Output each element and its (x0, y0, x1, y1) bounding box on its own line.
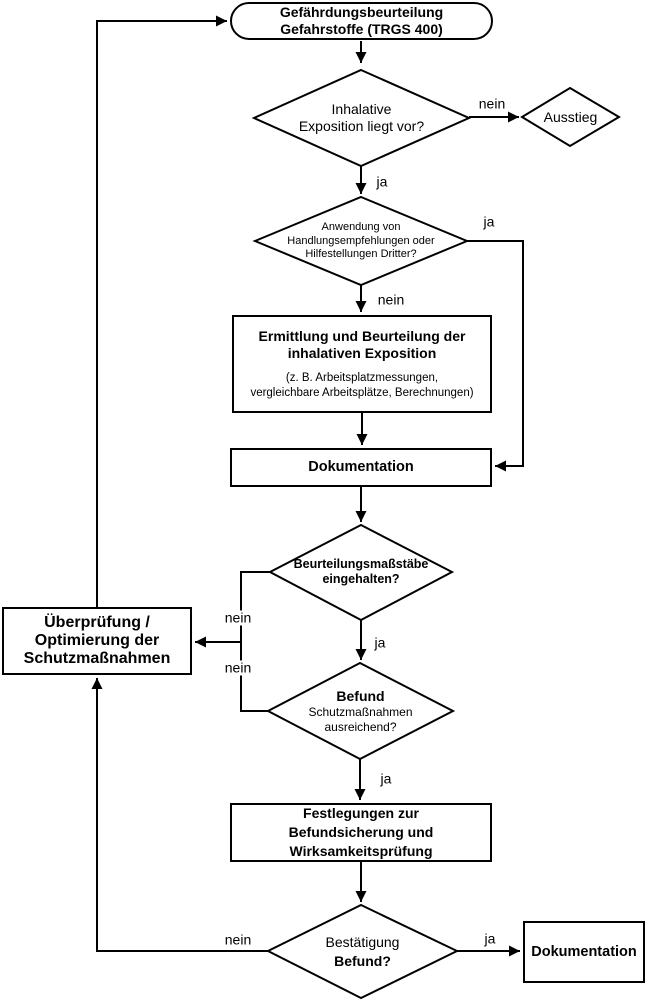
ausstieg-label: Ausstieg (543, 108, 598, 125)
dokumentation1-label: Dokumentation (308, 459, 414, 475)
befund-sub-line1: Schutzmaßnahmen (308, 704, 413, 719)
start-line1: Gefährdungsbeurteilung (279, 4, 444, 20)
edge-label-bestaetigung-ja: ja (482, 930, 498, 947)
connector-bestaetigung-nein-to-ueberpruefung (91, 678, 268, 952)
edge-label-befund-ja: ja (378, 770, 394, 787)
connector-anwendung-ja-to-dokumentation (467, 240, 524, 472)
festlegungen-line3: Wirksamkeitsprüfung (289, 843, 433, 859)
dokumentation2-label: Dokumentation (531, 943, 637, 960)
process-dokumentation-1: Dokumentation (230, 448, 492, 487)
ueberpruefung-line1: Überprüfung / (44, 614, 150, 631)
edge-label-anwendung-nein: nein (375, 291, 407, 308)
decision-bestaetigung-befund: Bestätigung Befund? (268, 905, 457, 998)
ueberpruefung-line3: Schutzmaßnahmen (23, 650, 171, 667)
ueberpruefung-line2: Optimierung der (34, 632, 160, 649)
connector-befund-nein-west (240, 642, 268, 712)
befund-sub-line2: ausreichend? (324, 719, 397, 734)
festlegungen-line1: Festlegungen zur (303, 805, 419, 821)
bestaetigung-line2: Befund? (334, 952, 391, 969)
edge-label-inhalative-ja: ja (374, 173, 390, 190)
connector-ueberpruefung-to-start (96, 15, 227, 607)
decision-beurteilungsmassstaebe: Beurteilungsmaßstäbe eingehalten? (270, 525, 452, 619)
befund-title: Befund (336, 687, 385, 704)
inhalative-line1: Inhalative (331, 101, 392, 117)
anwendung-line3: Hilfestellungen Dritter? (305, 248, 417, 261)
decision-inhalative-exposition: Inhalative Exposition liegt vor? (254, 70, 469, 166)
edge-label-beurteilung-ja: ja (372, 634, 388, 651)
start-line2: Gefahrstoffe (TRGS 400) (280, 21, 443, 37)
process-dokumentation-2: Dokumentation (523, 921, 645, 983)
process-ermittlung: Ermittlung und Beurteilung der inhalativ… (232, 315, 492, 413)
exit-ausstieg: Ausstieg (522, 88, 619, 146)
start-node: Gefährdungsbeurteilung Gefahrstoffe (TRG… (230, 2, 493, 40)
process-ueberpruefung: Überprüfung / Optimierung der Schutzmaßn… (2, 607, 192, 675)
diamond-ausstieg (520, 86, 621, 148)
festlegungen-line2: Befundsicherung und (288, 824, 434, 840)
ermittlung-title-line1: Ermittlung und Beurteilung der (258, 327, 466, 344)
edge-label-beurteilung-nein: nein (222, 609, 254, 626)
decision-anwendung-dritter: Anwendung von Handlungsempfehlungen oder… (256, 198, 466, 285)
process-festlegungen: Festlegungen zur Befundsicherung und Wir… (230, 803, 492, 862)
beurteilung-line1: Beurteilungsmaßstäbe (293, 556, 429, 571)
ermittlung-sub-line1: (z. B. Arbeitsplatzmessungen, (285, 371, 439, 384)
diamond-bestaetigung (265, 903, 460, 1000)
decision-befund: Befund Schutzmaßnahmen ausreichend? (268, 663, 453, 759)
beurteilung-line2: eingehalten? (322, 572, 400, 586)
ermittlung-title-line2: inhalativen Exposition (287, 344, 437, 361)
edge-label-bestaetigung-nein: nein (222, 931, 254, 948)
ermittlung-sub-line2: vergleichbare Arbeitsplätze, Berechnunge… (250, 386, 474, 399)
edge-label-anwendung-ja: ja (481, 213, 497, 230)
anwendung-line2: Handlungsempfehlungen oder (287, 234, 435, 247)
edge-label-inhalative-nein: nein (476, 95, 508, 112)
bestaetigung-line1: Bestätigung (325, 933, 400, 950)
connector-beurteilung-nein-west (240, 571, 270, 642)
anwendung-line1: Anwendung von (321, 221, 401, 234)
edge-label-befund-nein: nein (222, 659, 254, 676)
inhalative-line2: Exposition liegt vor? (298, 118, 425, 134)
